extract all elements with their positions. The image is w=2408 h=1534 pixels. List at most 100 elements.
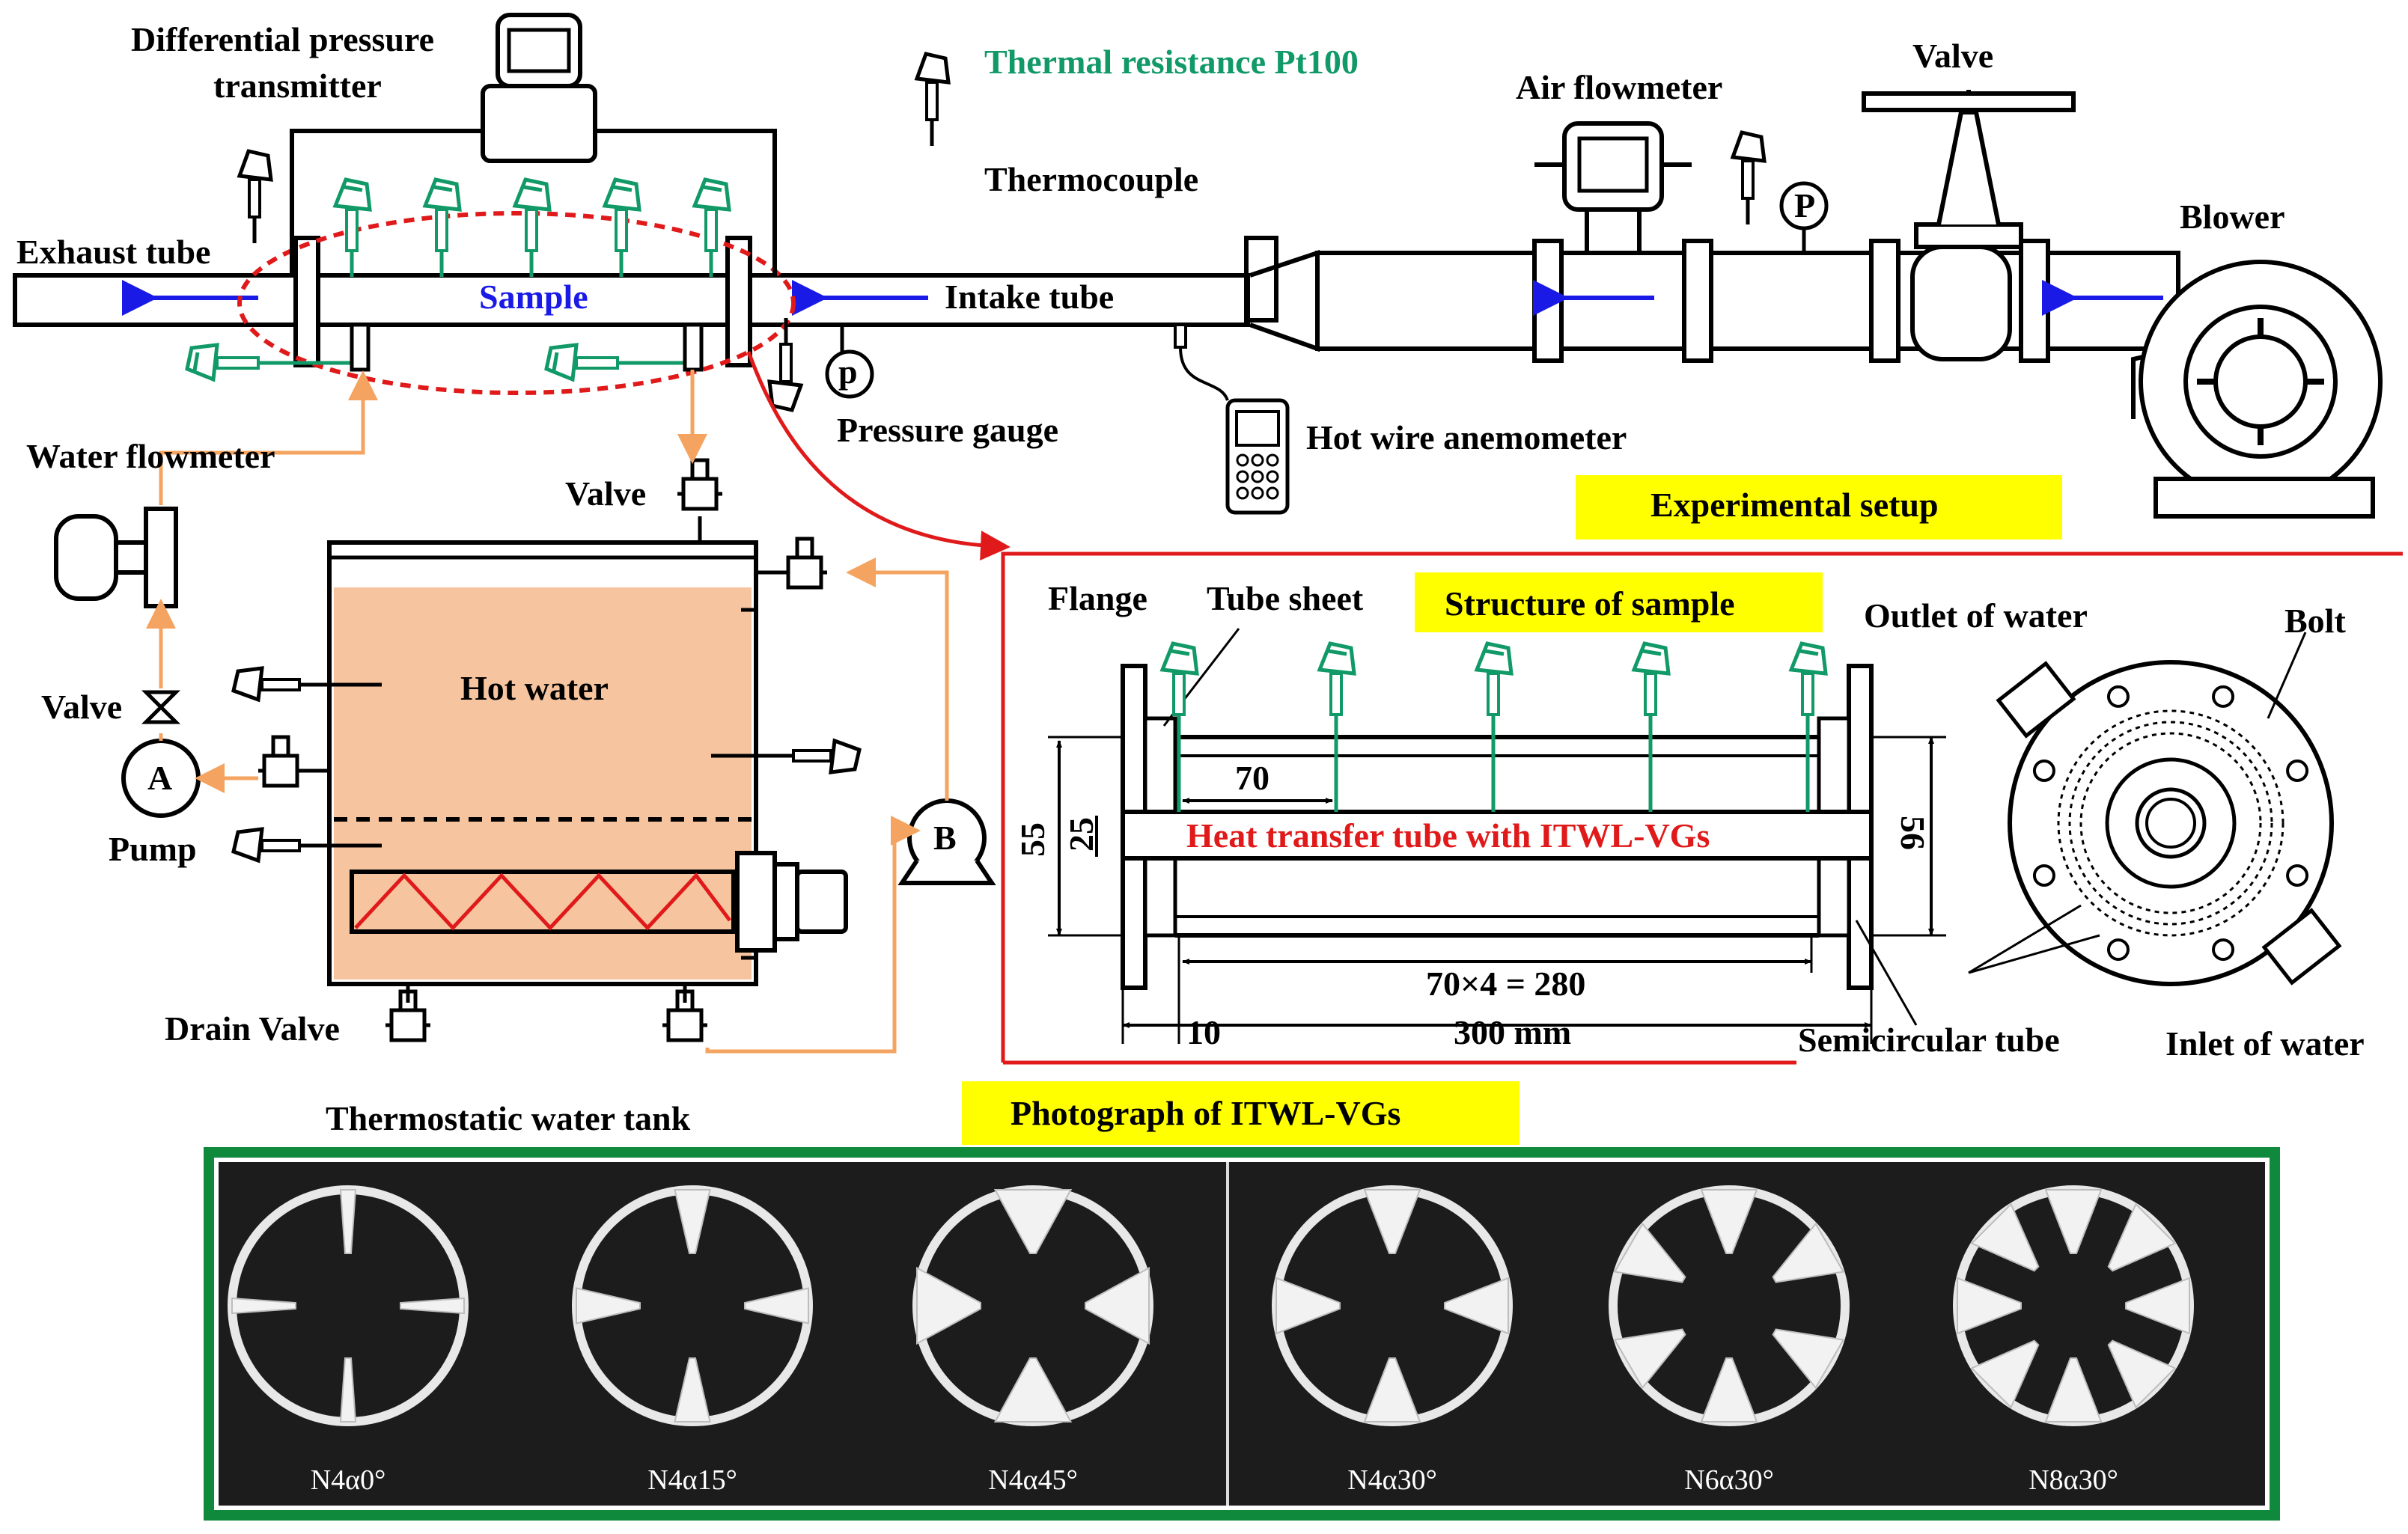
vg-vane [1957, 1277, 2022, 1335]
detail-connector [746, 351, 1011, 561]
vg-vane [1970, 1203, 2040, 1272]
vg-vane [916, 1266, 981, 1345]
bolt-hole [2032, 864, 2055, 887]
vg-sample [1272, 1185, 1513, 1426]
vg-vane [1700, 1189, 1758, 1254]
legend-thermocouple: Thermocouple [984, 160, 1198, 198]
label-flange: Flange [1048, 579, 1147, 617]
photograph-panel [204, 1147, 2280, 1521]
vg-vane [744, 1287, 809, 1324]
vg-vane [1444, 1277, 1509, 1335]
label-drain-valve: Drain Valve [165, 1009, 340, 1048]
label-air-flowmeter: Air flowmeter [1516, 68, 1722, 106]
vg-sample-label: N4α15° [647, 1464, 737, 1496]
vg-vane [1700, 1357, 1758, 1423]
gauge-symbol: p [838, 352, 858, 391]
vg-sample [572, 1185, 813, 1426]
keypad-button [1236, 470, 1249, 483]
label-sample: Sample [479, 278, 588, 316]
label-tube-sheet: Tube sheet [1207, 579, 1364, 617]
pressure-symbol: P [1794, 186, 1815, 224]
pressure-indicator [1779, 181, 1829, 253]
vg-vane [400, 1297, 465, 1315]
differential-pressure-transmitter [290, 13, 777, 275]
label-inlet-of-water: Inlet of water [2165, 1024, 2365, 1063]
vg-sample [228, 1185, 469, 1426]
bolt-hole [2106, 938, 2130, 962]
vg-sample [912, 1185, 1153, 1426]
vg-vane [2107, 1339, 2177, 1409]
keypad-button [1266, 453, 1279, 467]
label-intake-tube: Intake tube [945, 278, 1114, 316]
dim-55: 55 [1014, 822, 1052, 857]
legend-thermal-resistance: Thermal resistance Pt100 [984, 43, 1359, 81]
label-valve-left: Valve [41, 688, 122, 726]
bolt-hole [2286, 759, 2309, 782]
vg-vane [1275, 1277, 1341, 1335]
dim-10: 10 [1186, 1013, 1221, 1051]
pump-b-letter: B [933, 819, 957, 857]
dim-56: 56 [1894, 816, 1932, 850]
vg-sample-label: N6α30° [1684, 1464, 1774, 1496]
vg-sample-label: N8α30° [2028, 1464, 2118, 1496]
vg-vane [231, 1297, 296, 1315]
vg-vane [674, 1189, 711, 1254]
label-structure-of-sample: Structure of sample [1445, 584, 1735, 623]
label-semicircular-tube: Semicircular tube [1798, 1021, 2060, 1059]
keypad-button [1251, 470, 1264, 483]
vg-vane [1772, 1222, 1845, 1283]
label-water-flowmeter: Water flowmeter [26, 437, 275, 475]
vg-vane [1363, 1189, 1421, 1254]
label-thermostatic-tank: Thermostatic water tank [326, 1099, 691, 1137]
label-hot-wire-anemometer: Hot wire anemometer [1306, 418, 1627, 456]
dim-70: 70 [1235, 759, 1269, 797]
label-experimental-setup: Experimental setup [1650, 486, 1939, 524]
dim-25: 25 [1062, 817, 1100, 852]
vg-vane [993, 1189, 1073, 1254]
setup-tag [1576, 475, 2062, 540]
bolt-hole [2286, 864, 2309, 887]
keypad-button [1251, 486, 1264, 500]
label-valve-top: Valve [1912, 37, 1993, 75]
vg-vane [339, 1357, 357, 1423]
photo-labels: N4α0°N4α15°N4α45°N4α30°N6α30°N8α30° [311, 1464, 2118, 1496]
hot-wire-anemometer [1174, 323, 1290, 515]
bolt-hole [2106, 685, 2130, 708]
vg-vane [674, 1357, 711, 1423]
label-transmitter: transmitter [213, 67, 382, 105]
vg-vane [2107, 1203, 2177, 1272]
dim-300: 300 mm [1454, 1013, 1571, 1051]
water-loop [54, 370, 996, 1054]
label-heat-transfer-tube: Heat transfer tube with ITWL-VGs [1186, 816, 1710, 855]
label-hot-water: Hot water [460, 669, 609, 707]
vg-sample-label: N4α0° [311, 1464, 386, 1496]
vg-vane [2044, 1189, 2103, 1254]
vg-sample-label: N4α45° [988, 1464, 1078, 1496]
label-pressure-gauge: Pressure gauge [837, 411, 1058, 449]
label-photograph: Photograph of ITWL-VGs [1011, 1094, 1400, 1132]
anemometer-keypad [1236, 453, 1279, 500]
label-bolt: Bolt [2284, 602, 2346, 640]
label-valve-tank: Valve [565, 474, 646, 513]
bolt-hole [2212, 938, 2235, 962]
label-exhaust-tube: Exhaust tube [16, 233, 210, 271]
vg-vane [1085, 1266, 1150, 1345]
pressure-gauge [769, 318, 874, 410]
keypad-button [1251, 453, 1264, 467]
label-outlet-of-water: Outlet of water [1864, 596, 2088, 635]
bolt-hole [2032, 759, 2055, 782]
vortex-generator-rings [228, 1185, 2194, 1426]
vg-vane [1613, 1328, 1686, 1390]
vg-vane [1970, 1339, 2040, 1409]
label-pump: Pump [109, 830, 197, 868]
bolt-hole [2212, 685, 2235, 708]
keypad-button [1236, 453, 1249, 467]
keypad-button [1236, 486, 1249, 500]
vg-vane [993, 1357, 1073, 1423]
vg-vane [2125, 1277, 2190, 1335]
vg-vane [339, 1189, 357, 1254]
photo-tag [962, 1081, 1520, 1145]
vg-vane [1363, 1357, 1421, 1423]
